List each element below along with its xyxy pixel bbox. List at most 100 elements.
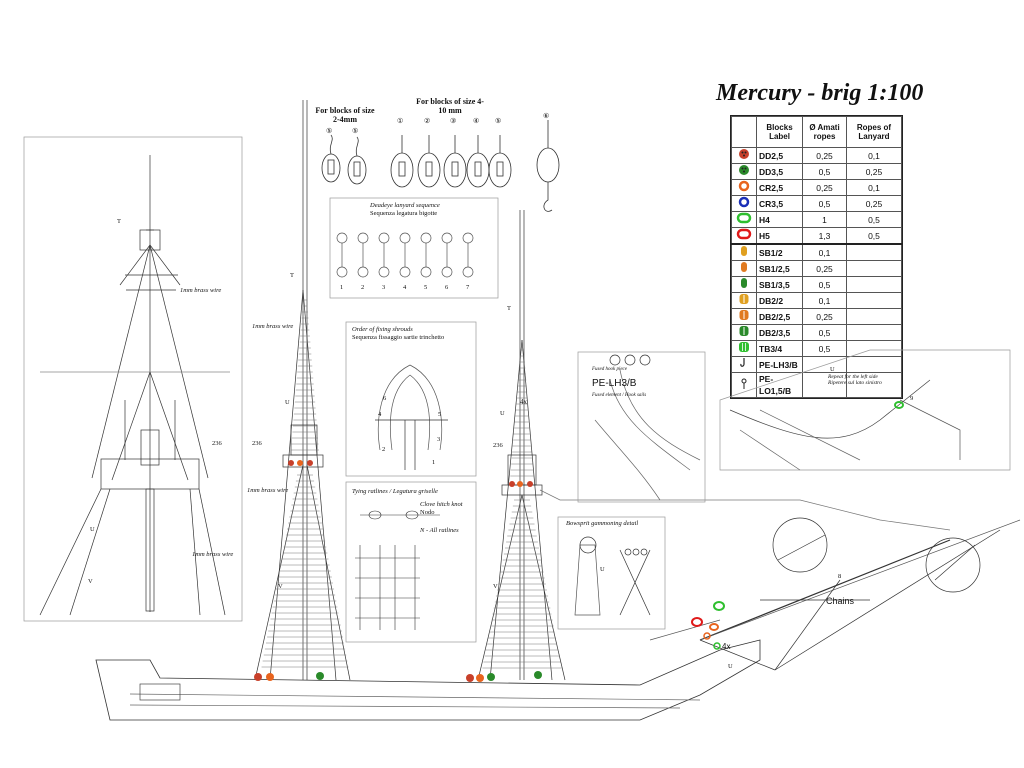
page-title: Mercury - brig 1:100: [716, 80, 924, 106]
deadeye-top: [441, 232, 453, 244]
shroud-num-1: 1: [432, 459, 436, 466]
large-block-num-1: ①: [397, 117, 404, 125]
legend-label: PE-LO1,5/B: [755, 372, 804, 398]
shroud-num-6: 6: [383, 395, 387, 402]
block-orange-icon: [731, 260, 757, 277]
foremast-drawing: [254, 100, 351, 681]
left-label-brass-2: 1mm brass wire: [192, 551, 234, 558]
hook-detail-label: PE-LH3/B: [592, 378, 637, 389]
shroud-ratlines: [261, 299, 562, 669]
left-label-brass-1: 1mm brass wire: [180, 287, 222, 294]
small-block-num-2: ⑤: [352, 127, 359, 135]
legend-label: DD2,5: [755, 147, 804, 164]
foremast-label-v: V: [278, 583, 283, 590]
shrouds-panel-subtitle: Sequenza fissaggio sartie trinchetto: [352, 334, 445, 341]
mainmast-label-v: V: [493, 583, 498, 590]
deadeye-step-num: 6: [445, 284, 449, 291]
deadeye-bottom: [357, 266, 369, 278]
small-blocks-note: For blocks of size 2-4mm: [315, 106, 375, 124]
foremast-label-brass: 1mm brass wire: [252, 323, 294, 330]
legend-header-rope: Ø Amati ropes: [802, 116, 847, 148]
legend-row: PE-LH3/B: [731, 356, 903, 373]
shrouds-panel: [345, 321, 477, 477]
large-blocks-drawing: [390, 120, 560, 212]
legend-row: PE-LO1,5/B: [731, 372, 903, 398]
dblock-orange-icon: [731, 308, 757, 325]
bowsprit-panel: [557, 516, 666, 630]
shroud-num-3: 3: [437, 436, 441, 443]
chains-label: Chains: [826, 596, 855, 606]
chains-num-8: 8: [838, 573, 842, 580]
deadeye-bottom: [378, 266, 390, 278]
legend-header-label: Blocks Label: [755, 116, 804, 148]
detail-circle-2: [925, 537, 981, 593]
deadeye-panel: [329, 197, 499, 299]
deadeye-panel-subtitle: Sequenza legatura bigotte: [370, 210, 438, 217]
deadeye-step-num: 5: [424, 284, 428, 291]
left-label-236: 236: [212, 440, 222, 447]
shroud-num-4: 4: [378, 411, 382, 418]
deadeye-step-num: 1: [340, 284, 344, 291]
bowsprit-label-u: U: [600, 566, 605, 573]
block-markers: [254, 401, 904, 682]
bow-note-2: Ripetere sul lato sinistro: [828, 380, 882, 386]
mainmast-label-236: 236: [493, 442, 503, 449]
deadeye-green-icon: [731, 163, 757, 180]
detail-circle-1: [772, 517, 828, 573]
deadeye-step-num: 3: [382, 284, 386, 291]
dblock-green-icon: [731, 324, 757, 341]
mainmast-label-u: U: [500, 410, 505, 417]
shrouds-panel-title: Order of fixing shrouds: [352, 326, 413, 333]
left-label-v: V: [88, 578, 93, 585]
legend-header-lanyard: Ropes of Lanyard: [845, 116, 903, 148]
hook-detail-panel: [577, 351, 706, 503]
deadeye-bottom: [399, 266, 411, 278]
deadeye-step-num: 7: [466, 284, 470, 291]
deadeye-top: [399, 232, 411, 244]
mast-detail-drawing: [39, 155, 230, 616]
shroud-num-2: 2: [382, 446, 386, 453]
large-block-num-5: ⑤: [495, 117, 502, 125]
deadeye-top: [336, 232, 348, 244]
bow-label-4x: 4x: [722, 642, 731, 651]
deadeye-step-num: 4: [403, 284, 407, 291]
ratlines-panel-title: Tying ratlines / Legatura griselle: [352, 488, 438, 495]
small-block-num-1: ⑤: [326, 127, 333, 135]
mainmast-label-t: T: [507, 305, 511, 312]
deadeye-bottom: [336, 266, 348, 278]
bow-detail-panel: [719, 349, 1011, 471]
bow-label-g: 9: [910, 395, 914, 402]
bow-label-u: U: [830, 366, 835, 373]
eyebolt-icon: [731, 372, 757, 398]
foremast-label-u: U: [285, 399, 290, 406]
deadeye-top: [420, 232, 432, 244]
ratlines-panel: [345, 481, 477, 643]
bow-note-1: Repeat for the left side: [828, 374, 878, 380]
mainmast-drawing: [477, 210, 566, 681]
ratlines-knot-label: Clove hitch knot: [420, 501, 463, 508]
blocks-legend-table: Blocks Label Ø Amati ropes Ropes of Lany…: [730, 115, 903, 399]
large-blocks-note: For blocks of size 4-10 mm: [416, 97, 484, 115]
legend-header-row: Blocks Label Ø Amati ropes Ropes of Lany…: [731, 116, 903, 148]
legend-label: H5: [755, 227, 804, 245]
bow-label-u-2: U: [728, 663, 733, 670]
shroud-num-5: 5: [438, 411, 442, 418]
foremast-label-236: 236: [252, 440, 262, 447]
deadeye-bottom: [441, 266, 453, 278]
large-block-num-4: ④: [473, 117, 480, 125]
mainmast-label-4x: 4x: [520, 398, 527, 406]
legend-label: H4: [755, 211, 804, 228]
large-block-num-3: ③: [450, 117, 457, 125]
ratlines-note: N - All ratlines: [420, 527, 459, 534]
deadeye-bottom: [462, 266, 474, 278]
left-label-u: U: [90, 526, 95, 533]
deadeye-top: [357, 232, 369, 244]
bowsprit-panel-title: Bowsprit gammoning detail: [566, 520, 639, 527]
deadeye-top: [378, 232, 390, 244]
